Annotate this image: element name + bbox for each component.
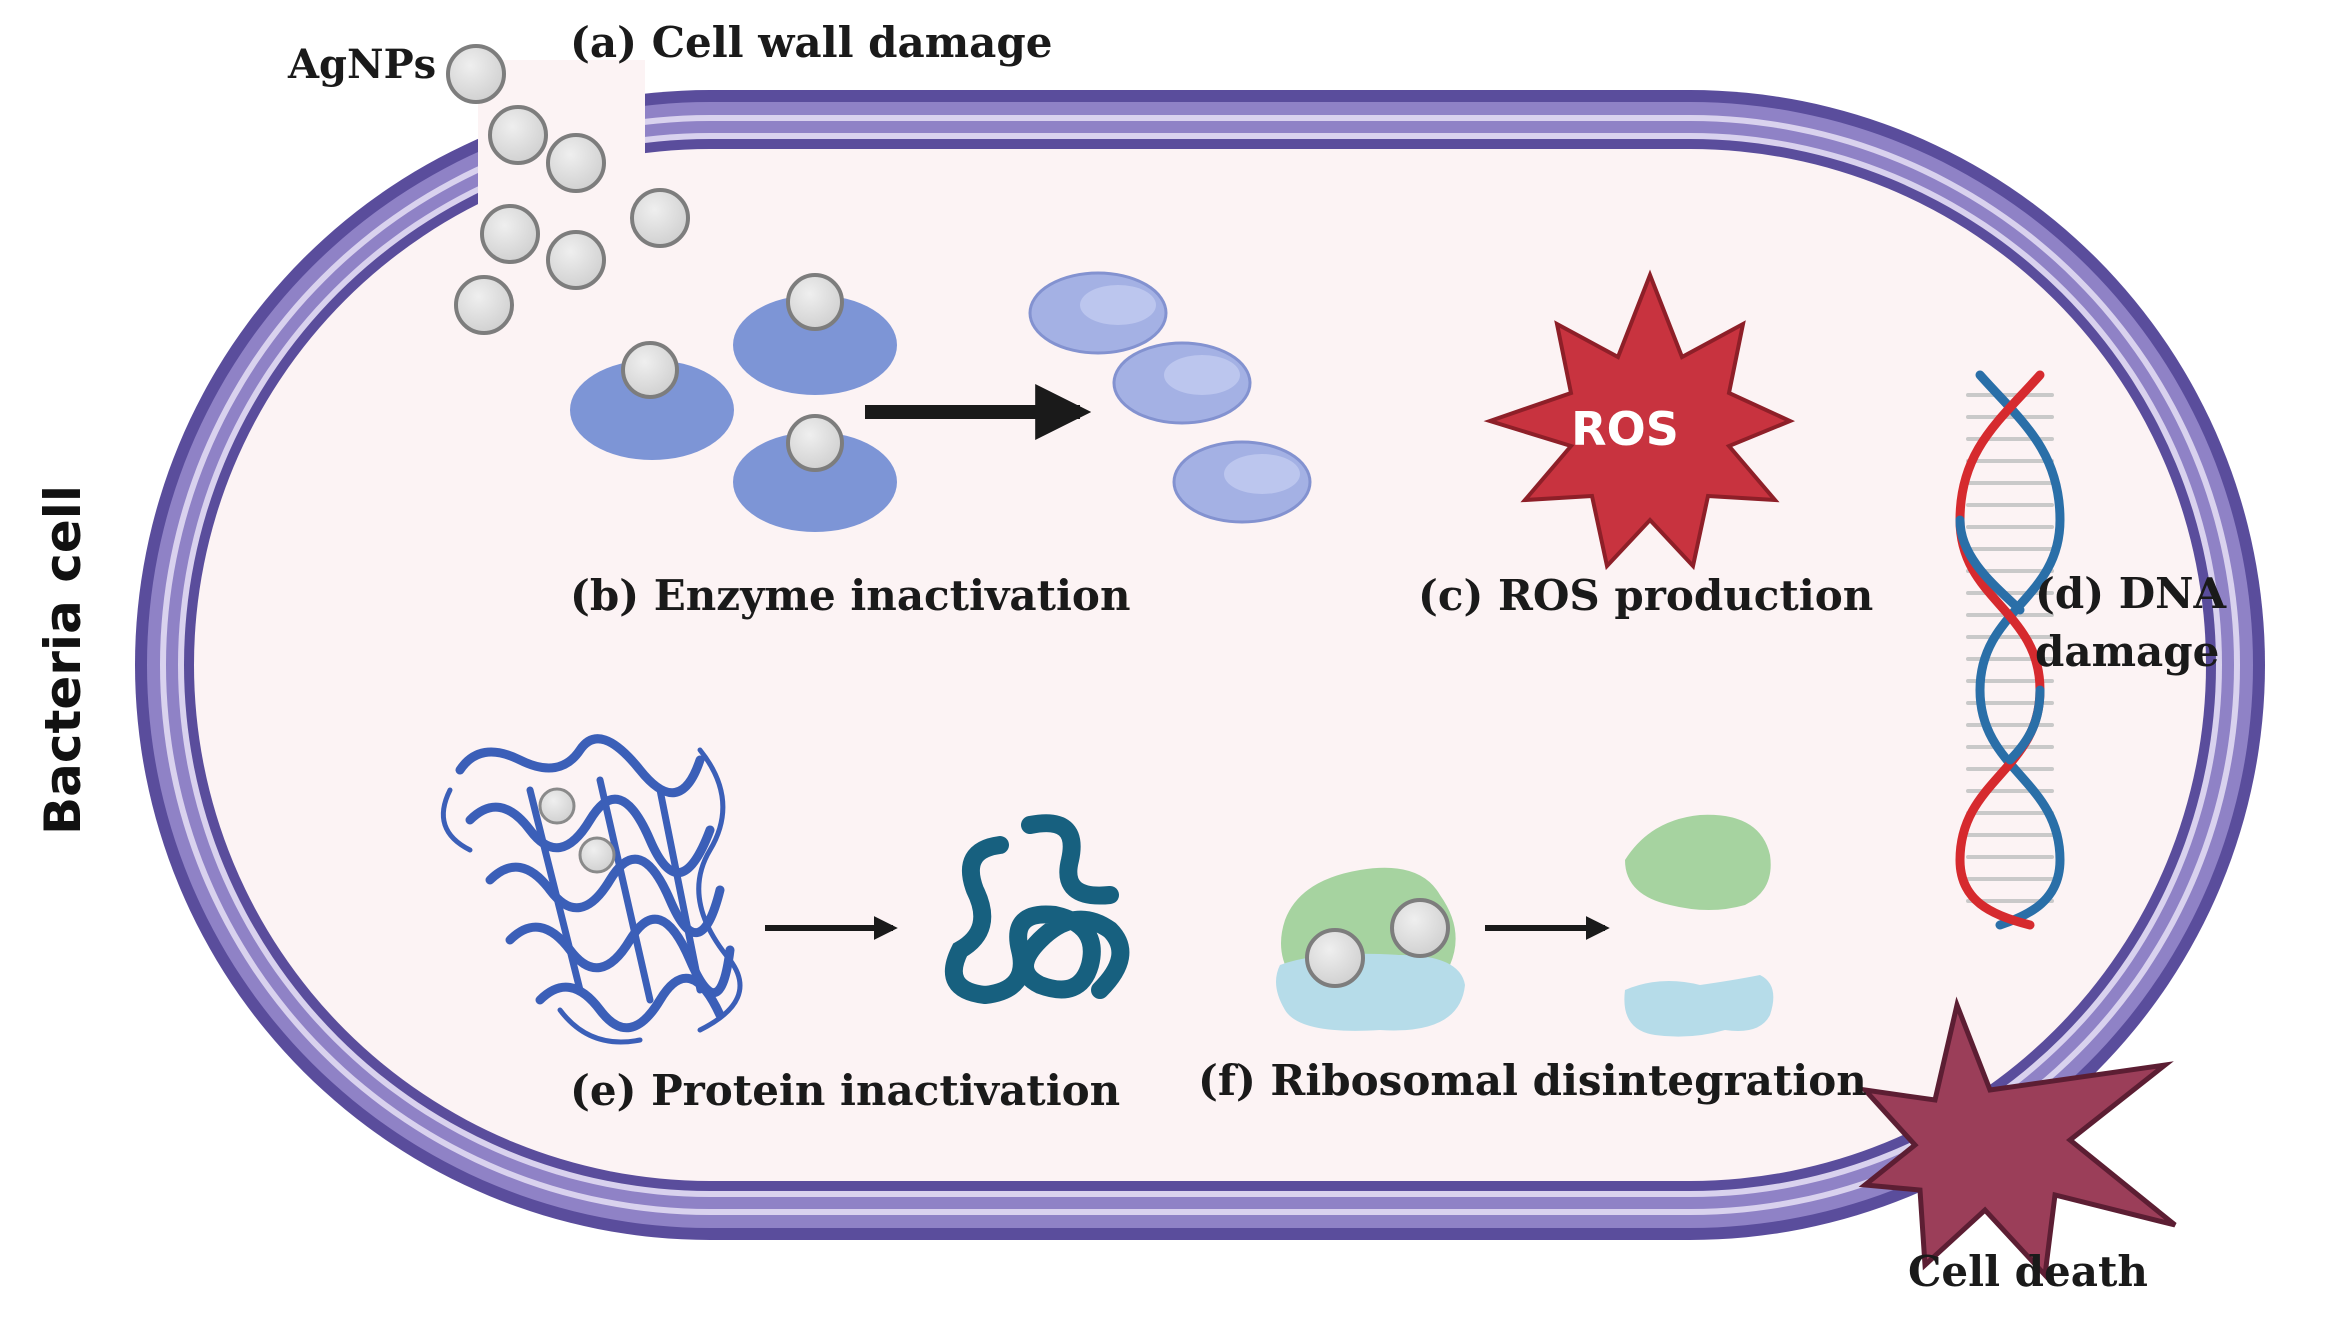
silver-nanoparticle-icon [630, 188, 690, 248]
cell-death-burst-icon [1858, 996, 2177, 1281]
ribosome-icon [1625, 814, 1771, 910]
ribosome-icon [1624, 975, 1774, 1037]
protein-inactivation-label: (e) Protein inactivation [570, 1066, 1120, 1115]
protein-icon [440, 734, 743, 1045]
enzyme-fragments [1028, 271, 1312, 524]
silver-nanoparticle-icon [786, 273, 844, 331]
silver-nanoparticle-icon [621, 341, 679, 399]
ribosomal-disintegration-label: (f) Ribosomal disintegration [1198, 1056, 1867, 1105]
enzyme-inactivation-label: (b) Enzyme inactivation [570, 571, 1130, 620]
silver-nanoparticle-icon [480, 204, 540, 264]
ros-burst-icon: ROS [1483, 269, 1796, 571]
silver-nanoparticle-icon [1390, 898, 1450, 958]
cell-wall-damage-label: (a) Cell wall damage [570, 18, 1053, 67]
enzyme-icon [733, 432, 897, 532]
protein-inactivation-illustration [440, 734, 1130, 1045]
cell-death-label: Cell death [1908, 1247, 2148, 1296]
dna-helix-icon [1955, 370, 2065, 930]
ribosomal-disintegration-illustration [1276, 814, 1774, 1037]
silver-nanoparticle-icon [1305, 928, 1365, 988]
silver-nanoparticle-icon [454, 275, 514, 335]
dna-damage-label-line2: damage [2035, 627, 2219, 676]
silver-nanoparticle-icon [546, 133, 606, 193]
agnps-label: AgNPs [287, 41, 436, 88]
silver-nanoparticle-icon [446, 44, 506, 104]
ros-production-label: (c) ROS production [1418, 571, 1873, 620]
silver-nanoparticle-icon [786, 414, 844, 472]
silver-nanoparticle-icon [578, 836, 616, 874]
protein-icon [944, 814, 1130, 1005]
enzyme-inactivation-illustration [570, 271, 1312, 532]
silver-nanoparticle-icon [488, 105, 548, 165]
dna-damage-label-line1: (d) DNA [2035, 569, 2228, 618]
enzyme-icon [570, 360, 734, 460]
silver-nanoparticle-icon [538, 787, 576, 825]
agnp-cluster [446, 44, 690, 335]
silver-nanoparticle-icon [546, 230, 606, 290]
ribosome-icon [1276, 867, 1465, 1031]
ros-label: ROS [1571, 402, 1679, 456]
bacteria-cell-label: Bacteria cell [34, 485, 92, 835]
enzyme-icon [733, 295, 897, 395]
